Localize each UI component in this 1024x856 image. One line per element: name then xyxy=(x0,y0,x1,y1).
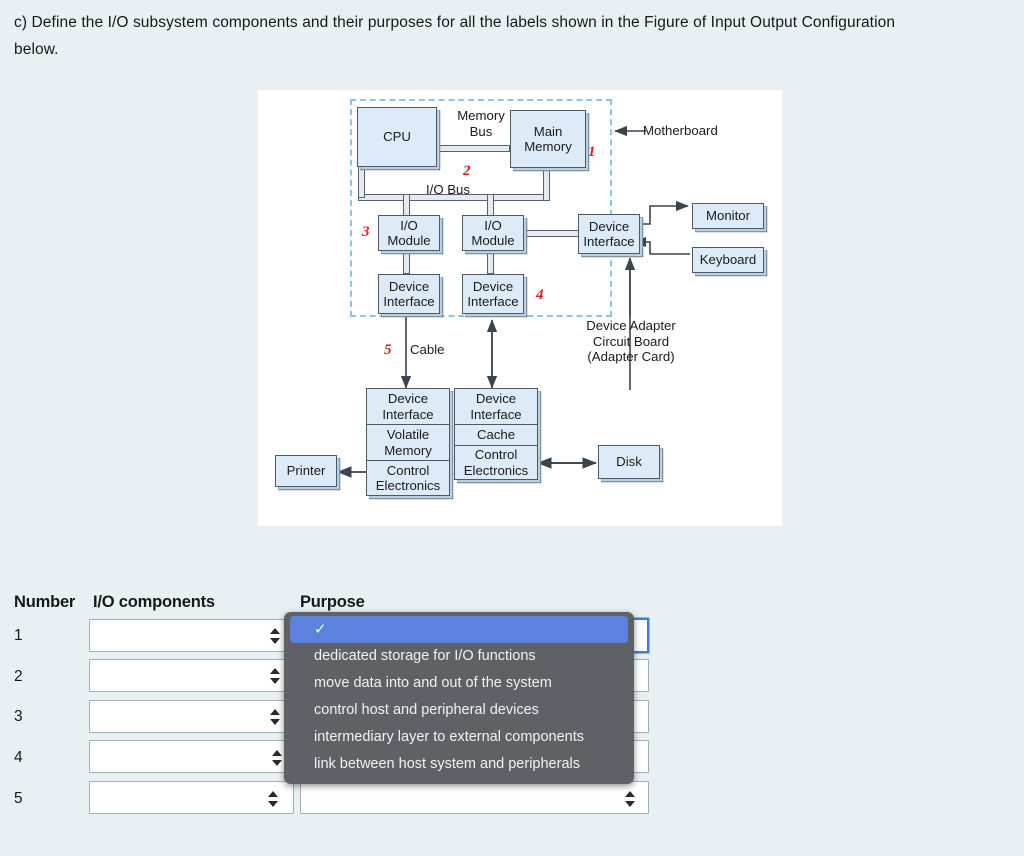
callout-3: 3 xyxy=(362,224,370,240)
header-purpose: Purpose xyxy=(300,593,365,611)
component-select-5[interactable] xyxy=(89,781,294,814)
disk-box: Disk xyxy=(598,445,660,479)
purpose-dropdown-menu[interactable]: ✓ dedicated storage for I/O functions mo… xyxy=(284,612,634,784)
callout-5: 5 xyxy=(384,342,392,358)
header-io-components: I/O components xyxy=(93,593,215,611)
row-number-3: 3 xyxy=(14,708,23,725)
component-select-1[interactable] xyxy=(89,619,294,652)
disk-label: Disk xyxy=(616,454,642,470)
component-select-4[interactable] xyxy=(89,740,294,773)
printer-label: Printer xyxy=(286,463,326,479)
purpose-select-5[interactable] xyxy=(300,781,649,814)
dropdown-option-blank[interactable]: ✓ xyxy=(290,616,628,643)
header-number: Number xyxy=(14,593,76,611)
motherboard-label: Motherboard xyxy=(643,123,718,138)
keyboard-label: Keyboard xyxy=(699,252,757,268)
keyboard-box: Keyboard xyxy=(692,247,764,273)
row-number-4: 4 xyxy=(14,749,23,766)
check-icon: ✓ xyxy=(314,621,327,638)
cable-label: Cable xyxy=(410,342,445,357)
callout-4: 4 xyxy=(536,287,544,303)
dropdown-option-2[interactable]: move data into and out of the system xyxy=(314,675,552,691)
monitor-box: Monitor xyxy=(692,203,764,229)
callout-2: 2 xyxy=(463,163,471,179)
component-select-3[interactable] xyxy=(89,700,294,733)
disk-stack-cache: Cache xyxy=(454,424,538,445)
dropdown-option-4[interactable]: intermediary layer to external component… xyxy=(314,729,584,745)
question-text: c) Define the I/O subsystem components a… xyxy=(14,14,896,58)
row-number-1: 1 xyxy=(14,627,23,644)
monitor-label: Monitor xyxy=(706,208,750,224)
figure-arrows xyxy=(337,125,690,478)
row-number-5: 5 xyxy=(14,790,23,807)
cpu-label: CPU xyxy=(383,129,411,145)
dropdown-option-1[interactable]: dedicated storage for I/O functions xyxy=(314,648,536,664)
cpu-box: CPU xyxy=(357,107,437,167)
row-number-2: 2 xyxy=(14,668,23,685)
io-bus-label: I/O Bus xyxy=(426,182,470,197)
printer-box: Printer xyxy=(275,455,337,487)
component-select-2[interactable] xyxy=(89,659,294,692)
callout-1: 1 xyxy=(588,144,596,160)
motherboard-region-outline xyxy=(350,99,612,317)
dropdown-option-5[interactable]: link between host system and peripherals xyxy=(314,756,580,772)
dropdown-option-3[interactable]: control host and peripheral devices xyxy=(314,702,539,718)
